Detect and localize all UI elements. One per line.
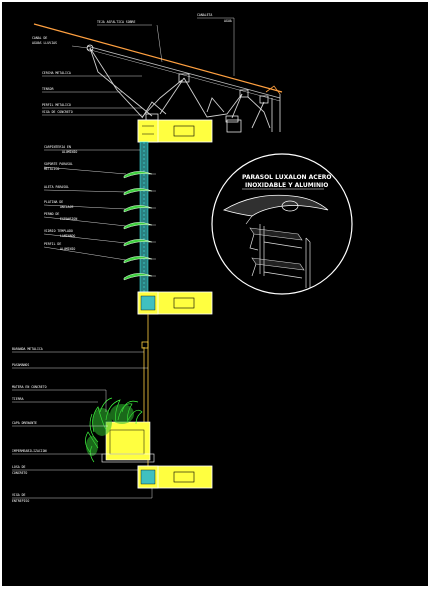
label-tempered-glass: VIDRIO TEMPLADO <box>44 229 73 233</box>
blade-brackets <box>148 173 156 277</box>
label-concrete-planter: MATERA EN CONCRETO <box>12 385 47 389</box>
label-tensor: TENSOR <box>42 87 54 91</box>
label-floor-beam-2: ENTREPISO <box>12 499 29 503</box>
label-soil: TIERRA <box>12 397 24 401</box>
label-aluminium-frame-2: ALUMINIO <box>62 150 77 154</box>
blade-leaders <box>43 149 140 261</box>
label-metal-railing: BARANDA METALICA <box>12 347 43 351</box>
plants-fill <box>86 404 134 456</box>
lower-slab <box>137 465 213 489</box>
label-aluminium-frame: CARPINTERIA EN <box>44 145 71 149</box>
label-gutter: CANALETA <box>197 13 212 17</box>
label-floor-beam: VIGA DE <box>12 493 26 497</box>
label-sunshade-blade: ALETA PARASOL <box>44 185 69 189</box>
label-anchor-plate: PLATINA DE <box>44 200 63 204</box>
middle-slab <box>137 291 213 315</box>
detail-callout: PARASOL LUXALON ACERO INOXIDABLE Y ALUMI… <box>211 153 353 295</box>
label-sunshade-support: SOPORTE PARASOL <box>44 162 73 166</box>
label-aluminium-profile-2: ALUMINIO <box>60 247 75 251</box>
label-anchor-plate-2: ANCLAJE <box>60 205 74 209</box>
detail-title-line2: INOXIDABLE Y ALUMINIO <box>245 182 328 189</box>
lower-labels: BARANDA METALICA PASAMANOS MATERA EN CON… <box>12 347 47 503</box>
lower-leaders <box>12 351 153 499</box>
label-expansion-bolt: PERNO DE <box>44 212 59 216</box>
roof-labels: TEJA ASFALTICA SOBRE CANALETA AGUA CANAL… <box>32 13 232 114</box>
facade-mullion <box>139 141 149 293</box>
planter <box>101 421 155 463</box>
label-waterproofing: IMPERMEABILIZACION <box>12 449 47 453</box>
label-metal-profile: PERFIL METALICO <box>42 103 71 107</box>
upper-slab <box>137 119 213 143</box>
label-expansion-bolt-2: EXPANSION <box>60 217 77 221</box>
label-rain-channel-2: AGUAS LLUVIAS <box>32 41 57 45</box>
blade-labels: CARPINTERIA EN ALUMINIO SOPORTE PARASOL … <box>44 145 77 251</box>
label-drain-layer: CAPA DRENANTE <box>12 421 37 425</box>
blade-profile <box>223 194 329 217</box>
label-tempered-glass-2: LAMINADO <box>60 234 75 238</box>
label-aluminium-profile: PERFIL DE <box>44 242 61 246</box>
roof-assembly <box>33 17 283 133</box>
label-roof-covering: TEJA ASFALTICA SOBRE <box>97 20 135 24</box>
label-handrail: PASAMANOS <box>12 363 29 367</box>
label-gutter-water: AGUA <box>224 19 232 23</box>
label-rain-channel: CANAL DE <box>32 36 47 40</box>
label-concrete-beam: VIGA DE CONCRETO <box>42 110 73 114</box>
label-concrete-slab: LOSA DE <box>12 465 26 469</box>
detail-title-line1: PARASOL LUXALON ACERO <box>242 174 332 181</box>
label-truss: CERCHA METALICA <box>42 71 71 75</box>
label-concrete-slab-2: CONCRETO <box>12 471 27 475</box>
label-sunshade-support-2: METALICO <box>44 167 59 171</box>
